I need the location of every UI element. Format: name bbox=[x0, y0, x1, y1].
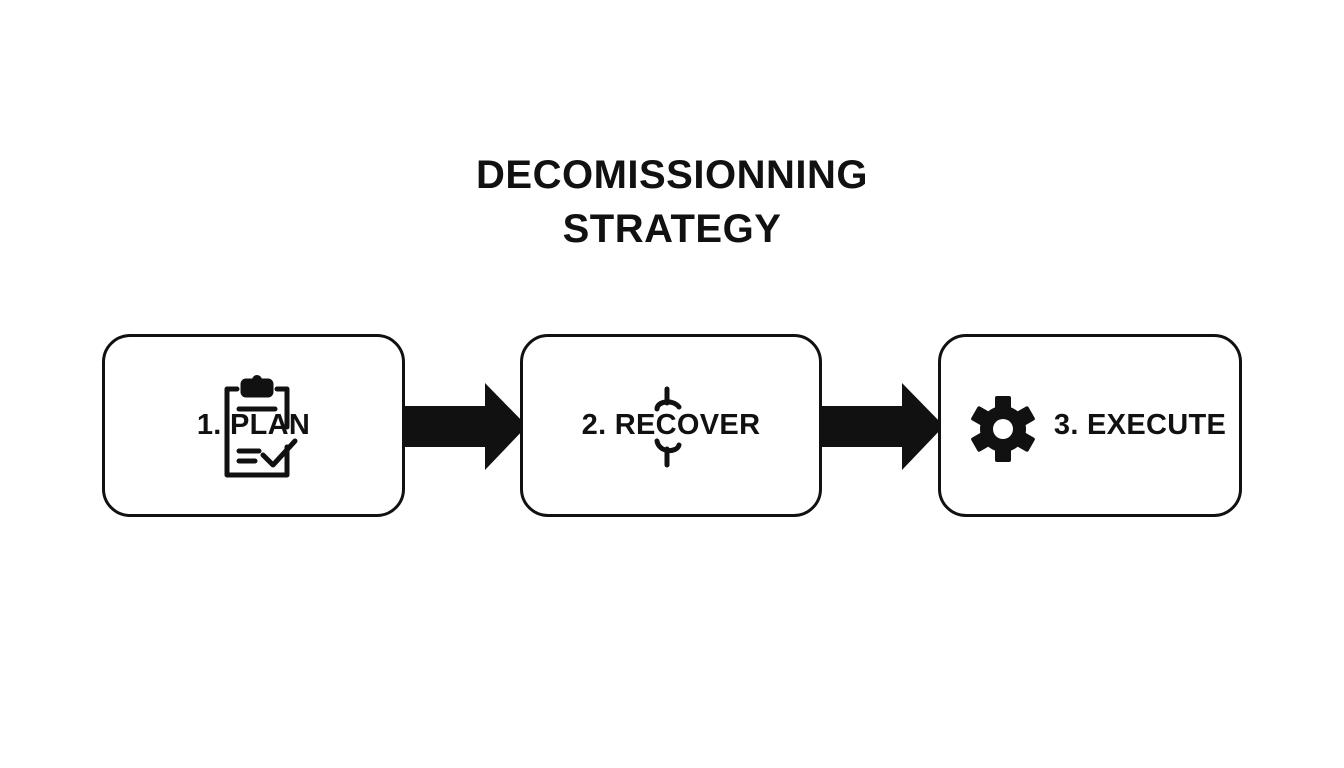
diagram-title: DECOMISSIONNING STRATEGY bbox=[0, 148, 1344, 256]
step-recover-label: 2. RECOVER bbox=[581, 409, 761, 441]
step-plan-box: 1. PLAN bbox=[102, 334, 405, 517]
arrow-right-icon bbox=[403, 383, 527, 470]
step-plan-label: 1. PLAN bbox=[196, 409, 311, 441]
step-execute-label: 3. EXECUTE bbox=[1053, 409, 1227, 441]
title-line-2: STRATEGY bbox=[562, 207, 782, 251]
step-recover-box: 2. RECOVER bbox=[520, 334, 822, 517]
arrow-right-icon bbox=[820, 383, 944, 470]
dollar-icon bbox=[654, 386, 682, 468]
title-line-1: DECOMISSIONNING bbox=[476, 153, 868, 197]
gear-icon bbox=[971, 396, 1035, 462]
step-execute-box: 3. EXECUTE bbox=[938, 334, 1242, 517]
clipboard-check-icon bbox=[224, 375, 298, 478]
